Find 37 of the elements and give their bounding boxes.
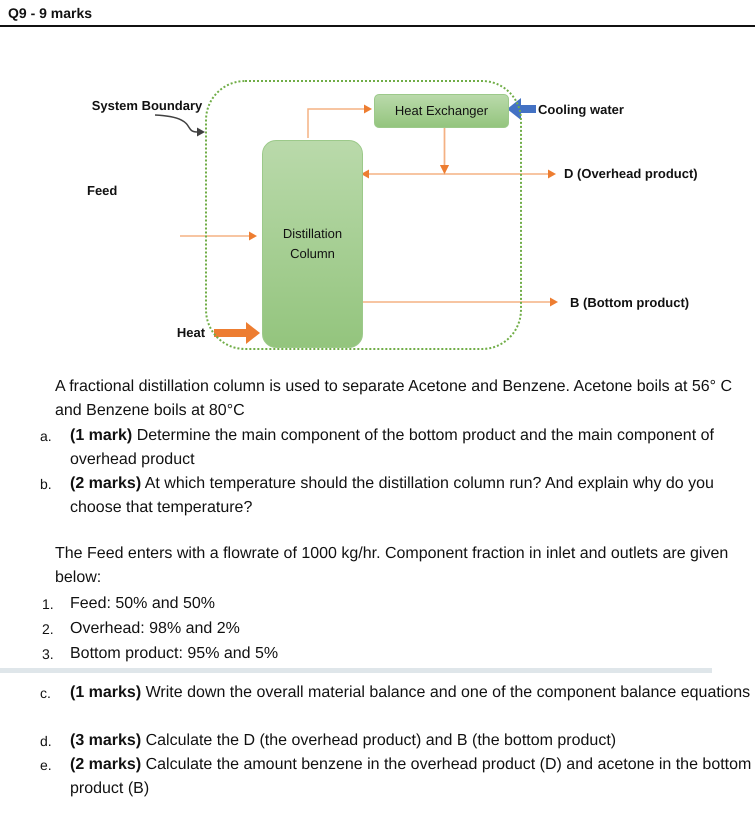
distillation-column <box>262 140 363 348</box>
question-text: A fractional distillation column is used to separate Acetone and Benzene. Acetone boils at 56° C and Benzene boils at 80°C <box>55 377 734 421</box>
stream-label: B (Bottom product) <box>570 293 720 311</box>
feed-label: Feed <box>87 183 118 198</box>
question-text: The Feed enters with a flowrate of 1000 kg/hr. Component fraction in inlet and outlets are given below: <box>55 544 730 588</box>
list-marker: a. <box>40 427 52 446</box>
list-marker: d. <box>40 732 52 751</box>
node-label: Heat Exchanger <box>394 102 488 120</box>
question-item: (1 marks) Write down the overall material balance and one of the component balance equations <box>70 683 752 703</box>
question-item: Overhead: 98% and 2% <box>70 619 241 639</box>
flow-arrow <box>307 104 372 138</box>
node-label: Distillation Column <box>282 225 344 263</box>
flow-arrow <box>440 126 556 178</box>
boundary-label: System Boundary <box>88 95 206 115</box>
question-item: (2 marks) Calculate the amount benzene in the overhead product (D) and acetone in the bottom product (B) <box>70 755 752 799</box>
flow-arrow <box>361 298 558 306</box>
list-marker: 1. <box>42 595 54 614</box>
stream-label: D (Overhead product) <box>564 164 724 182</box>
list-marker: c. <box>40 684 51 703</box>
list-marker: e. <box>40 756 52 775</box>
heat-exchanger-box <box>374 94 509 128</box>
question-heading: Q9 - 9 marks <box>8 5 92 21</box>
question-item: (2 marks) At which temperature should the distillation column run? And explain why do you choose that temperature? <box>70 474 715 518</box>
stream-label: Cooling water <box>538 100 638 118</box>
block-arrow <box>507 98 536 120</box>
question-item: Bottom product: 95% and 5% <box>70 644 280 664</box>
question-item: (1 mark) Determine the main component of the bottom product and the main component of overhead product <box>70 426 715 470</box>
heat-label: Heat <box>172 323 210 341</box>
flow-arrow <box>180 232 257 240</box>
list-marker: b. <box>40 475 52 494</box>
leader-arrow <box>154 114 205 136</box>
list-marker: 3. <box>42 645 54 664</box>
question-item: Feed: 50% and 50% <box>70 594 216 614</box>
question-item: (3 marks) Calculate the D (the overhead product) and B (the bottom product) <box>70 731 618 751</box>
block-arrow <box>214 322 260 344</box>
system-boundary <box>205 80 522 350</box>
list-marker: 2. <box>42 620 54 639</box>
